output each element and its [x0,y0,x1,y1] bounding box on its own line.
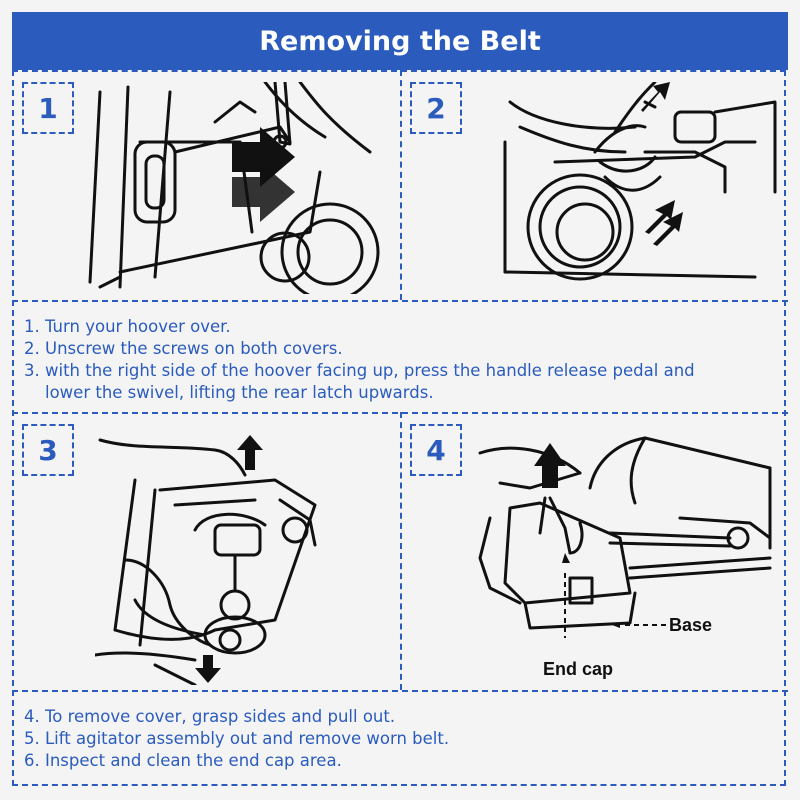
step-3-illustration [95,435,317,685]
instructions-top: 1. Turn your hoover over. 2. Unscrew the… [24,316,695,404]
instruction-line: 1. Turn your hoover over. [24,317,231,336]
instruction-line: 4. To remove cover, grasp sides and pull… [24,707,396,726]
divider-vertical-bottom [400,412,402,690]
label-end-cap: End cap [543,659,614,679]
content-frame [12,70,786,786]
step-3-badge: 3 [22,424,74,476]
instruction-line: lower the swivel, lifting the rear latch… [45,383,434,402]
label-base: Base [669,615,713,635]
step-4-badge: 4 [410,424,462,476]
instructions-bottom: 4. To remove cover, grasp sides and pull… [24,706,449,772]
step-1-illustration [88,82,380,294]
step-1-badge: 1 [22,82,74,134]
divider-vertical-top [400,70,402,300]
instruction-line: 3. with the right side of the hoover fac… [24,361,695,380]
divider-top-images [12,300,788,302]
instruction-line: 6. Inspect and clean the end cap area. [24,751,342,770]
instruction-line: 2. Unscrew the screws on both covers. [24,339,343,358]
instruction-line: 5. Lift agitator assembly out and remove… [24,729,450,748]
page-title: Removing the Belt [12,12,788,70]
step-2-badge: 2 [410,82,462,134]
step-4-illustration [478,436,772,638]
divider-bottom-images [12,690,788,692]
step-2-illustration [503,82,777,281]
